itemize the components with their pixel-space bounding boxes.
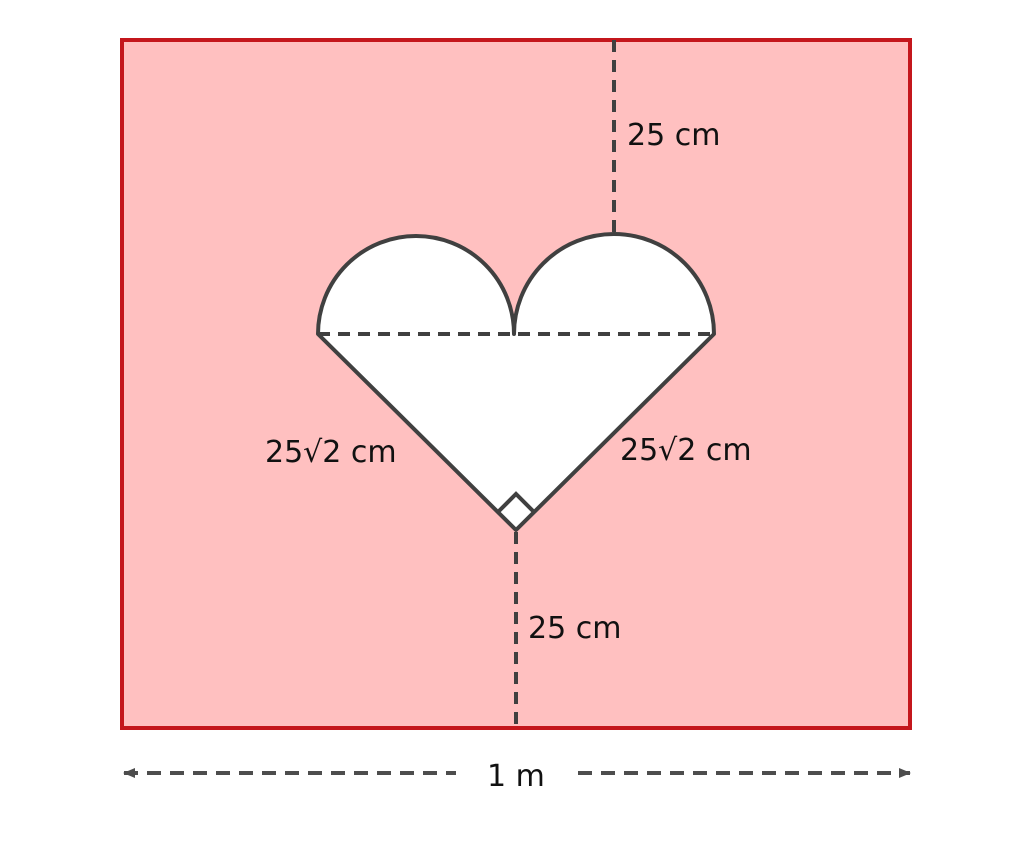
bottom-distance-label: 25 cm: [528, 611, 621, 646]
width-label: 1 m: [487, 759, 545, 794]
top-distance-label: 25 cm: [627, 118, 720, 153]
heart-shape: [316, 232, 716, 532]
right-side-label: 25√2 cm: [620, 433, 752, 468]
right-angle-marker: [496, 491, 536, 514]
left-side-label: 25√2 cm: [265, 435, 397, 470]
